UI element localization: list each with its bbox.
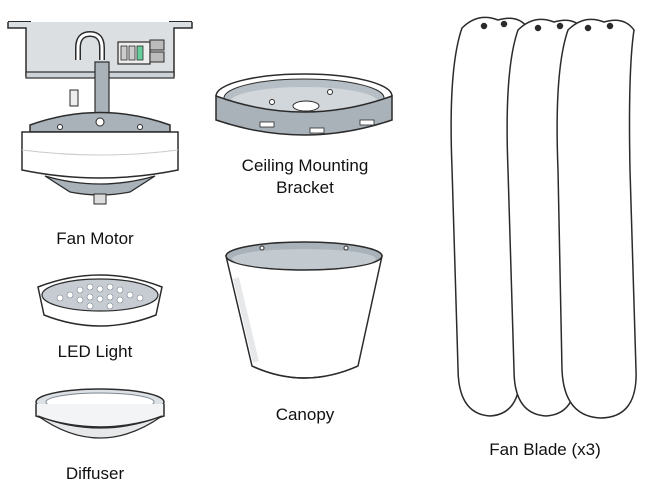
ceiling-mounting-bracket-label-line2: Bracket: [276, 178, 334, 197]
led-light-illustration: [37, 274, 163, 327]
led-light-label: LED Light: [57, 342, 133, 361]
ceiling-mounting-bracket-illustration: [215, 73, 393, 136]
ceiling-mounting-bracket-label: Ceiling Mounting Bracket: [210, 155, 400, 199]
canopy-illustration: [225, 241, 383, 379]
canopy-label: Canopy: [275, 405, 335, 424]
diffuser-illustration: [35, 388, 165, 439]
diffuser-label: Diffuser: [65, 464, 125, 483]
ceiling-mounting-bracket-label-line1: Ceiling Mounting: [241, 156, 369, 175]
fan-blade-label: Fan Blade (x3): [489, 440, 601, 459]
fan-blade-front: [556, 18, 637, 419]
fan-blades-illustration: [450, 16, 637, 419]
fan-motor-illustration: [7, 21, 193, 205]
fan-motor-label: Fan Motor: [56, 229, 134, 248]
